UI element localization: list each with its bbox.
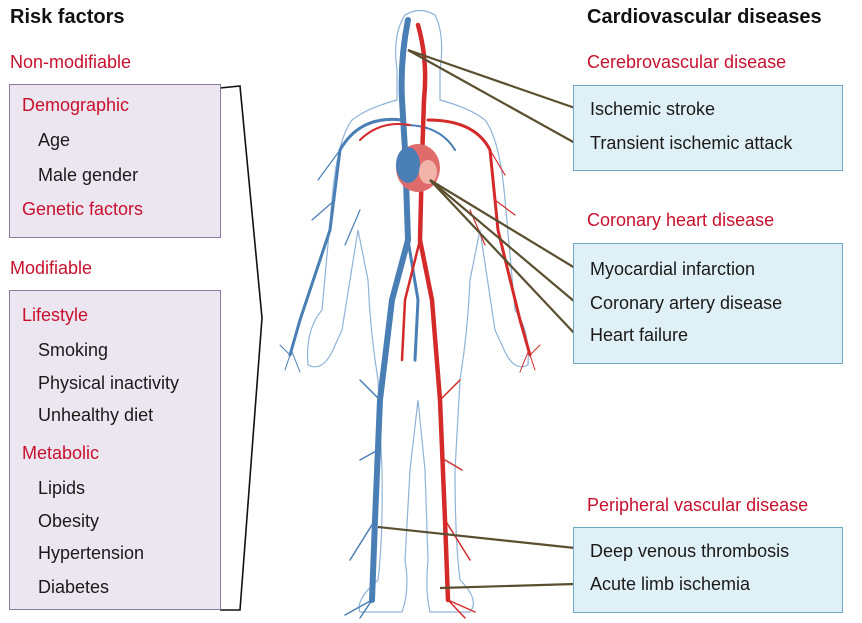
cardiovascular-diseases-heading: Cardiovascular diseases (587, 6, 822, 29)
lifestyle-label: Lifestyle (22, 305, 88, 326)
non-modifiable-box: Demographic Age Male gender Genetic fact… (9, 84, 221, 238)
disease-item-heart-failure: Heart failure (590, 325, 688, 346)
disease-item-ischemic-stroke: Ischemic stroke (590, 99, 715, 120)
coronary-box: Myocardial infarction Coronary artery di… (573, 243, 843, 364)
risk-factors-heading: Risk factors (10, 6, 125, 29)
disease-item-deep-venous-thrombosis: Deep venous thrombosis (590, 541, 789, 562)
risk-bracket (220, 86, 262, 610)
disease-item-tia: Transient ischemic attack (590, 133, 792, 154)
modifiable-label: Modifiable (10, 258, 92, 279)
cerebrovascular-title: Cerebrovascular disease (587, 52, 786, 73)
risk-item-physical-inactivity: Physical inactivity (38, 373, 179, 394)
metabolic-label: Metabolic (22, 443, 99, 464)
disease-item-coronary-artery-disease: Coronary artery disease (590, 293, 782, 314)
risk-item-male-gender: Male gender (38, 165, 138, 186)
peripheral-title: Peripheral vascular disease (587, 495, 808, 516)
demographic-label: Demographic (22, 95, 129, 116)
disease-item-acute-limb-ischemia: Acute limb ischemia (590, 574, 750, 595)
risk-item-smoking: Smoking (38, 340, 108, 361)
disease-item-myocardial-infarction: Myocardial infarction (590, 259, 755, 280)
risk-item-unhealthy-diet: Unhealthy diet (38, 405, 153, 426)
risk-item-obesity: Obesity (38, 511, 99, 532)
risk-item-hypertension: Hypertension (38, 543, 144, 564)
coronary-title: Coronary heart disease (587, 210, 774, 231)
risk-item-lipids: Lipids (38, 478, 85, 499)
risk-item-diabetes: Diabetes (38, 577, 109, 598)
peripheral-box: Deep venous thrombosis Acute limb ischem… (573, 527, 843, 613)
risk-item-age: Age (38, 130, 70, 151)
genetic-factors-label: Genetic factors (22, 199, 143, 220)
non-modifiable-label: Non-modifiable (10, 52, 131, 73)
veins (280, 20, 455, 618)
modifiable-box: Lifestyle Smoking Physical inactivity Un… (9, 290, 221, 610)
cerebrovascular-box: Ischemic stroke Transient ischemic attac… (573, 85, 843, 171)
